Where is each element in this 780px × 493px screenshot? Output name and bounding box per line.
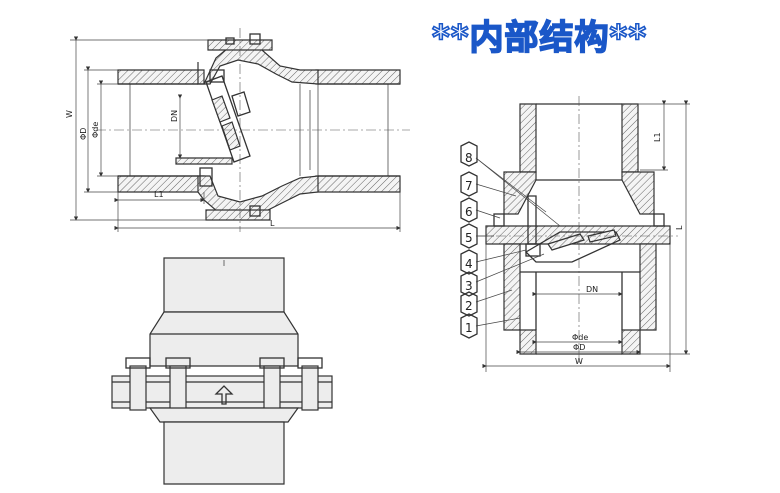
left-dim-d: ΦD — [79, 128, 88, 140]
right-dim-dn: DN — [586, 285, 598, 294]
part-label-8: 8 — [465, 151, 473, 165]
right-dim-l: L — [675, 225, 684, 230]
part-balloon-8: 8 — [460, 141, 478, 167]
left-dim-l: L — [270, 219, 275, 228]
part-balloon-5: 5 — [460, 223, 478, 249]
part-label-4: 4 — [465, 257, 473, 271]
right-dim-d: ΦD — [573, 343, 585, 352]
part-balloon-2: 2 — [460, 291, 478, 317]
part-balloon-3: 3 — [460, 271, 478, 297]
part-balloon-7: 7 — [460, 171, 478, 197]
left-section-view: W ΦD Φde DN L1 L — [65, 28, 410, 232]
part-callouts: 8 7 6 5 4 3 2 — [460, 141, 561, 339]
left-dim-l1: L1 — [154, 190, 164, 199]
part-balloon-6: 6 — [460, 197, 478, 223]
left-dim-dn: DN — [170, 110, 179, 122]
right-dim-w: W — [575, 357, 583, 366]
part-label-2: 2 — [465, 299, 473, 313]
part-label-3: 3 — [465, 279, 473, 293]
part-balloon-4: 4 — [460, 249, 478, 275]
part-label-5: 5 — [465, 231, 473, 245]
part-label-1: 1 — [465, 321, 473, 335]
part-label-7: 7 — [465, 179, 473, 193]
right-dim-l1: L1 — [653, 132, 662, 142]
right-dim-de: Φde — [572, 333, 588, 342]
part-label-6: 6 — [465, 205, 473, 219]
left-dim-w: W — [65, 110, 74, 118]
right-section-view: L1 L DN Φde ΦD W 8 7 — [460, 96, 690, 372]
bottom-external-view — [111, 257, 333, 485]
page-title: **内部结构** — [431, 17, 648, 59]
part-balloon-1: 1 — [460, 313, 478, 339]
left-dim-de: Φde — [91, 122, 100, 138]
